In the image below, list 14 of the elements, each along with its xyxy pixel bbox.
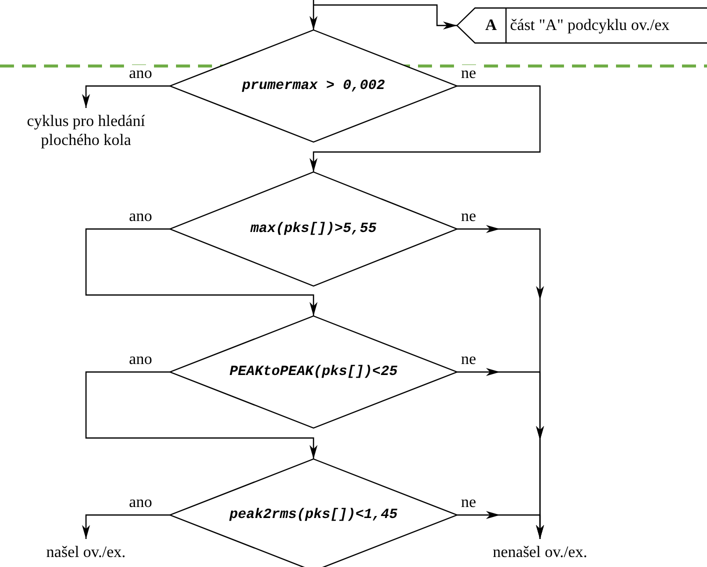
connector-letter: A bbox=[484, 16, 498, 36]
condition-text: PEAKtoPEAK(pks[])<25 bbox=[229, 364, 398, 380]
decision-diamond bbox=[170, 30, 457, 142]
terminal-text: nenašel ov./ex. bbox=[492, 542, 588, 562]
condition-text: prumermax > 0,002 bbox=[242, 78, 385, 94]
condition-text: max(pks[])>5,55 bbox=[250, 221, 377, 237]
terminal-text: cyklus pro hledání plochého kola bbox=[26, 112, 146, 150]
terminal-text: našel ov./ex. bbox=[46, 542, 126, 562]
connector-text: část "A" podcyklu ov./ex bbox=[510, 16, 670, 36]
decision-diamond bbox=[170, 459, 457, 567]
decision-diamond bbox=[170, 316, 457, 428]
offpage-connector bbox=[457, 8, 707, 43]
decision-diamond bbox=[170, 172, 457, 286]
condition-text: peak2rms(pks[])<1,45 bbox=[229, 507, 398, 523]
